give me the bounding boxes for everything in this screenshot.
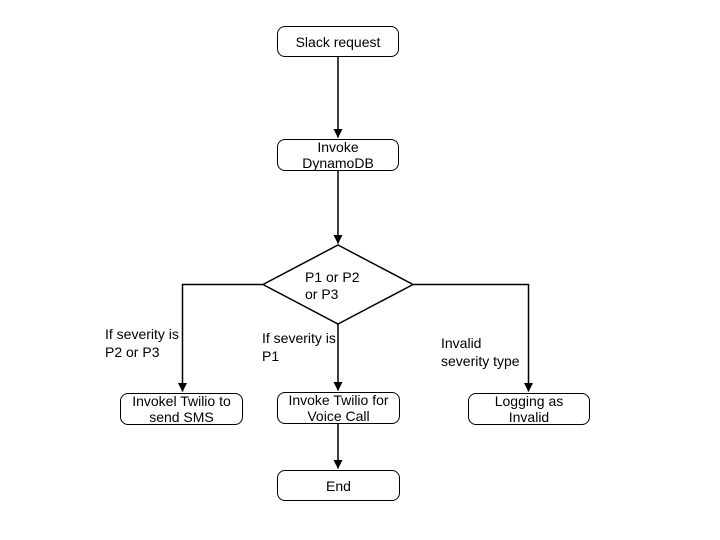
node-logging-as-invalid: Logging as Invalid xyxy=(468,393,590,425)
node-slack-request: Slack request xyxy=(277,26,399,57)
decision-severity-label: P1 or P2 or P3 xyxy=(305,269,360,302)
edge-decision-to-logging xyxy=(413,283,533,392)
edge-label-severity-p2-p3: If severity is P2 or P3 xyxy=(105,326,179,360)
node-invoke-twilio-voice: Invoke Twilio for Voice Call xyxy=(277,392,400,424)
decision-diamond-shape xyxy=(261,244,415,325)
edge-label-severity-p1: If severity is P1 xyxy=(262,330,336,364)
node-invoke-dynamodb: Invoke DynamoDB xyxy=(277,139,399,171)
node-invoke-twilio-sms: Invokel Twilio to send SMS xyxy=(120,393,243,425)
edge-decision-to-sms xyxy=(178,283,263,392)
node-end: End xyxy=(277,470,400,501)
edge-label-invalid-severity: Invalid severity type xyxy=(441,335,520,369)
